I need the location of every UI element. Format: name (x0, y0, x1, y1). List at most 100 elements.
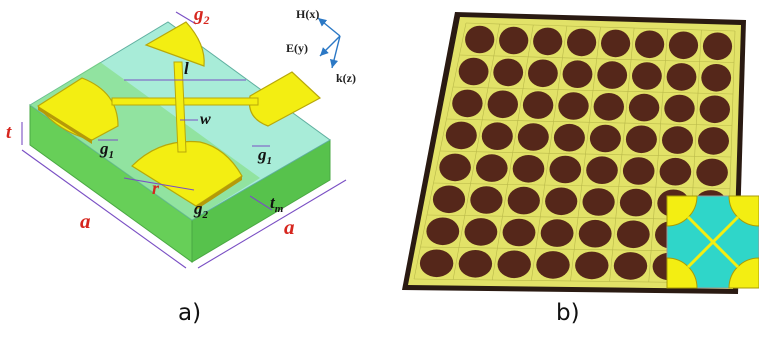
label-g2-bottom: g (193, 199, 203, 218)
metal-patch-left (37, 77, 119, 141)
copper-disc (575, 251, 609, 280)
copper-disc (582, 188, 615, 216)
grid-line (609, 27, 635, 282)
svg-text:g2: g2 (193, 4, 210, 27)
fabricated-sample-photo (402, 12, 759, 294)
copper-disc (666, 63, 697, 91)
label-a-right: a (284, 215, 295, 239)
copper-disc (499, 26, 529, 55)
label-t: t (6, 122, 12, 143)
unit-cell-diagram: H(x) E(y) k(z) g2 l w t g1 g1 r g2 tm a … (6, 4, 356, 269)
copper-disc (426, 217, 460, 246)
copper-disc (512, 155, 545, 183)
copper-disc (696, 158, 728, 187)
copper-disc (625, 125, 657, 154)
copper-disc (613, 252, 648, 280)
label-g1-right-sub: 1 (267, 155, 273, 167)
copper-disc (470, 186, 503, 214)
copper-disc (476, 154, 508, 182)
label-r: r (152, 178, 160, 198)
label-g1-left: g (99, 139, 109, 158)
copper-disc (522, 91, 554, 119)
k-axis-label: k(z) (336, 71, 356, 85)
copper-disc (619, 188, 653, 217)
copper-disc (664, 94, 695, 123)
copper-disc (487, 90, 518, 119)
metal-strip-vertical (173, 61, 187, 153)
metal-strip-horizontal (111, 97, 259, 106)
copper-disc (698, 127, 729, 155)
copper-disc (464, 218, 498, 246)
copper-disc (597, 61, 628, 89)
copper-disc (562, 60, 593, 88)
h-axis-label: H(x) (296, 7, 319, 21)
e-axis-label: E(y) (286, 41, 308, 55)
field-axes: H(x) E(y) k(z) (286, 7, 356, 85)
parameter-labels: g2 l w t g1 g1 r g2 tm a a (6, 4, 295, 239)
label-w: w (200, 111, 211, 128)
label-g2-bottom-sub: 2 (202, 209, 209, 221)
label-a-left: a (80, 209, 91, 233)
copper-disc (536, 251, 570, 279)
copper-disc (668, 31, 699, 60)
copper-disc (452, 89, 483, 118)
label-g2-top: g (193, 4, 204, 25)
copper-disc (701, 64, 732, 92)
copper-disc (497, 250, 531, 279)
copper-disc (699, 95, 730, 124)
copper-disc (445, 121, 477, 150)
label-tm-sub: m (275, 203, 284, 215)
label-g2-top-sub: 2 (203, 13, 210, 27)
copper-disc (549, 155, 582, 184)
caption-b: b) (556, 300, 580, 326)
copper-disc (458, 249, 493, 278)
copper-disc (528, 59, 558, 88)
copper-disc (432, 185, 466, 214)
copper-disc (635, 30, 665, 59)
copper-disc (586, 156, 618, 184)
svg-text:g1: g1 (257, 145, 272, 167)
metal-patch-top (144, 21, 205, 67)
label-g1-left-sub: 1 (109, 149, 115, 161)
svg-text:tm: tm (270, 193, 284, 215)
copper-disc (558, 92, 589, 120)
unit-cell-inset (666, 195, 759, 289)
copper-disc (702, 32, 733, 61)
copper-disc (481, 122, 513, 150)
svg-text:g2: g2 (193, 199, 209, 221)
copper-disc (567, 28, 597, 57)
copper-disc (533, 27, 563, 56)
copper-disc (507, 186, 540, 215)
grid-line (413, 22, 467, 280)
copper-disc (628, 93, 660, 122)
copper-disc (601, 29, 631, 58)
grid-line (570, 26, 601, 282)
inset-strip-2 (686, 215, 740, 269)
grid-line (491, 24, 534, 281)
grid-line (531, 25, 568, 281)
copper-disc (545, 187, 578, 216)
copper-disc (493, 58, 524, 87)
caption-a: a) (178, 300, 202, 326)
copper-disc (659, 157, 692, 186)
copper-disc (593, 93, 624, 121)
copper-disc (622, 157, 655, 185)
label-tm: t (270, 193, 276, 212)
copper-disc (632, 62, 662, 90)
copper-disc (553, 123, 585, 152)
copper-disc (662, 126, 693, 154)
copper-disc (502, 218, 536, 247)
dimension-lines (21, 11, 347, 269)
disc-grid (413, 22, 736, 284)
copper-disc (419, 249, 454, 278)
copper-disc (540, 219, 574, 247)
copper-disc (465, 25, 495, 54)
copper-disc (578, 219, 612, 248)
copper-disc (439, 153, 471, 182)
label-g1-right: g (257, 145, 267, 164)
copper-disc (589, 124, 621, 153)
label-l: l (184, 59, 189, 78)
grid-line (648, 28, 669, 283)
metal-patch-bottom (131, 140, 243, 207)
